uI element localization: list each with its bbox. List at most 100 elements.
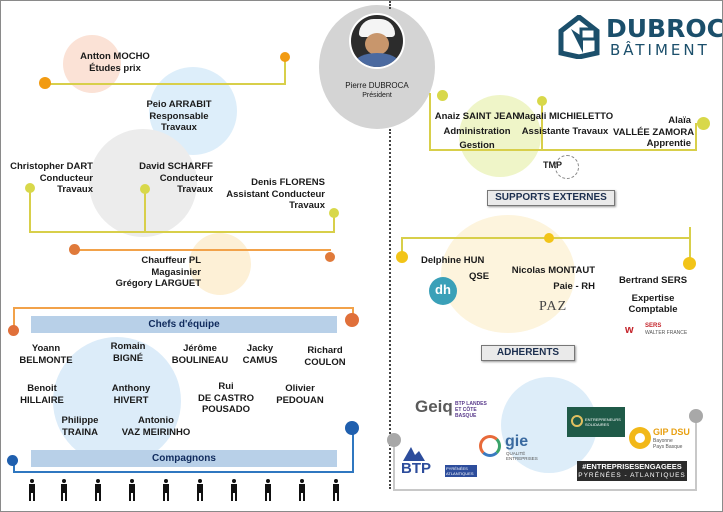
connector — [13, 307, 15, 329]
entreprises-engagees-logo: #ENTREPRISESENGAGEES PYRÉNÉES - ATLANTIQ… — [577, 461, 687, 481]
connector-dot — [140, 184, 150, 194]
person-michieletto: Magali MICHIELETTO Assistante Travaux — [516, 111, 614, 137]
worker-icon — [263, 479, 273, 501]
sers-logo-mark: w — [625, 324, 634, 336]
geiq-logo: Geiq BTP LANDES ET CÔTE BASQUE — [415, 397, 495, 419]
connector-dot — [345, 313, 359, 327]
connector — [695, 123, 697, 151]
connector-dot — [329, 208, 339, 218]
tmp-logo: TMP — [543, 155, 579, 179]
worker-icon — [161, 479, 171, 501]
sers-logo: w SERS WALTER FRANCE — [625, 323, 689, 337]
photo-helmet — [359, 19, 395, 37]
worker-icon — [195, 479, 205, 501]
connector — [689, 227, 691, 261]
connector-dot — [7, 455, 18, 466]
connector — [29, 231, 335, 233]
gie-logo-sub1: QUALITÉ — [506, 451, 526, 456]
connector-dot — [69, 244, 80, 255]
gie-logo: gie QUALITÉ ENTREPRISES — [479, 433, 543, 463]
connector-dot — [689, 409, 703, 423]
sers-logo-brand: SERS — [645, 323, 662, 329]
connector-dot — [345, 421, 359, 435]
gie-logo-circle — [479, 435, 501, 457]
connector — [333, 213, 335, 233]
photo-face — [365, 33, 389, 55]
adherents-box: ADHERENTS — [481, 345, 575, 361]
worker-icon — [27, 479, 37, 501]
qse-label: QSE — [469, 271, 490, 282]
person-hun: Delphine HUN — [421, 255, 485, 266]
gip-logo-name: GIP DSU — [653, 427, 690, 437]
es-logo-mark — [571, 415, 583, 427]
connector — [284, 57, 286, 85]
bubble-larguet — [189, 233, 251, 295]
connector — [429, 93, 431, 151]
gie-logo-sub2: ENTREPRISES — [506, 456, 538, 461]
divider-top — [389, 1, 391, 9]
brand-logo-icon — [557, 13, 603, 60]
connector-dot — [325, 252, 335, 262]
connector-dot — [437, 90, 448, 101]
es-logo-line1: ENTREPRENEURS — [585, 417, 621, 422]
gip-logo-sub2: Pays Basque — [653, 444, 683, 450]
es-logo-line2: SOLIDAIRES — [585, 422, 610, 427]
connector-dot — [697, 117, 710, 130]
connector — [429, 149, 697, 151]
bubble-dart — [89, 129, 197, 237]
worker-icon — [297, 479, 307, 501]
person-saint-jean: Anaiz SAINT JEAN Administration Gestion — [434, 111, 520, 151]
connector — [541, 101, 543, 151]
connector — [13, 307, 353, 309]
connector — [393, 489, 697, 491]
connector-dot — [39, 77, 51, 89]
worker-icon — [93, 479, 103, 501]
connector — [695, 419, 697, 491]
connector — [13, 461, 15, 473]
geiq-logo-sub2: ET CÔTE BASQUE — [455, 407, 477, 419]
brand-name: DUBROCA — [606, 14, 722, 43]
bubble-admin — [459, 95, 541, 177]
geiq-logo-name: Geiq — [415, 397, 453, 416]
gie-logo-name: gie — [505, 433, 529, 450]
ee-logo-line2: PYRÉNÉES - ATLANTIQUES — [578, 472, 686, 479]
connector-dot — [537, 96, 547, 106]
ee-logo-line1: #ENTREPRISESENGAGEES — [582, 462, 682, 471]
worker-icon — [229, 479, 239, 501]
president-name: Pierre DUBROCA — [345, 81, 409, 90]
sers-logo-sub: WALTER FRANCE — [645, 330, 688, 336]
connector — [13, 471, 353, 473]
connector — [393, 443, 395, 489]
paz-logo: PAZ — [539, 299, 568, 314]
worker-icon — [127, 479, 137, 501]
gip-logo-sub1: Bayonne — [653, 438, 673, 444]
connector — [144, 189, 146, 233]
geiq-logo-sub1: BTP LANDES — [455, 401, 487, 407]
gip-dsu-logo: GIP DSU Bayonne Pays Basque — [629, 425, 691, 453]
gip-logo-inner — [635, 433, 645, 443]
worker-icon — [331, 479, 341, 501]
connector-dot — [280, 52, 290, 62]
chefs-banner: Chefs d'équipe — [31, 316, 337, 333]
btp-logo-name: BTP — [401, 460, 431, 477]
tmp-logo-circle — [555, 155, 579, 179]
connector — [29, 187, 31, 233]
connector-dot — [396, 251, 408, 263]
tmp-logo-text: TMP — [543, 160, 562, 170]
